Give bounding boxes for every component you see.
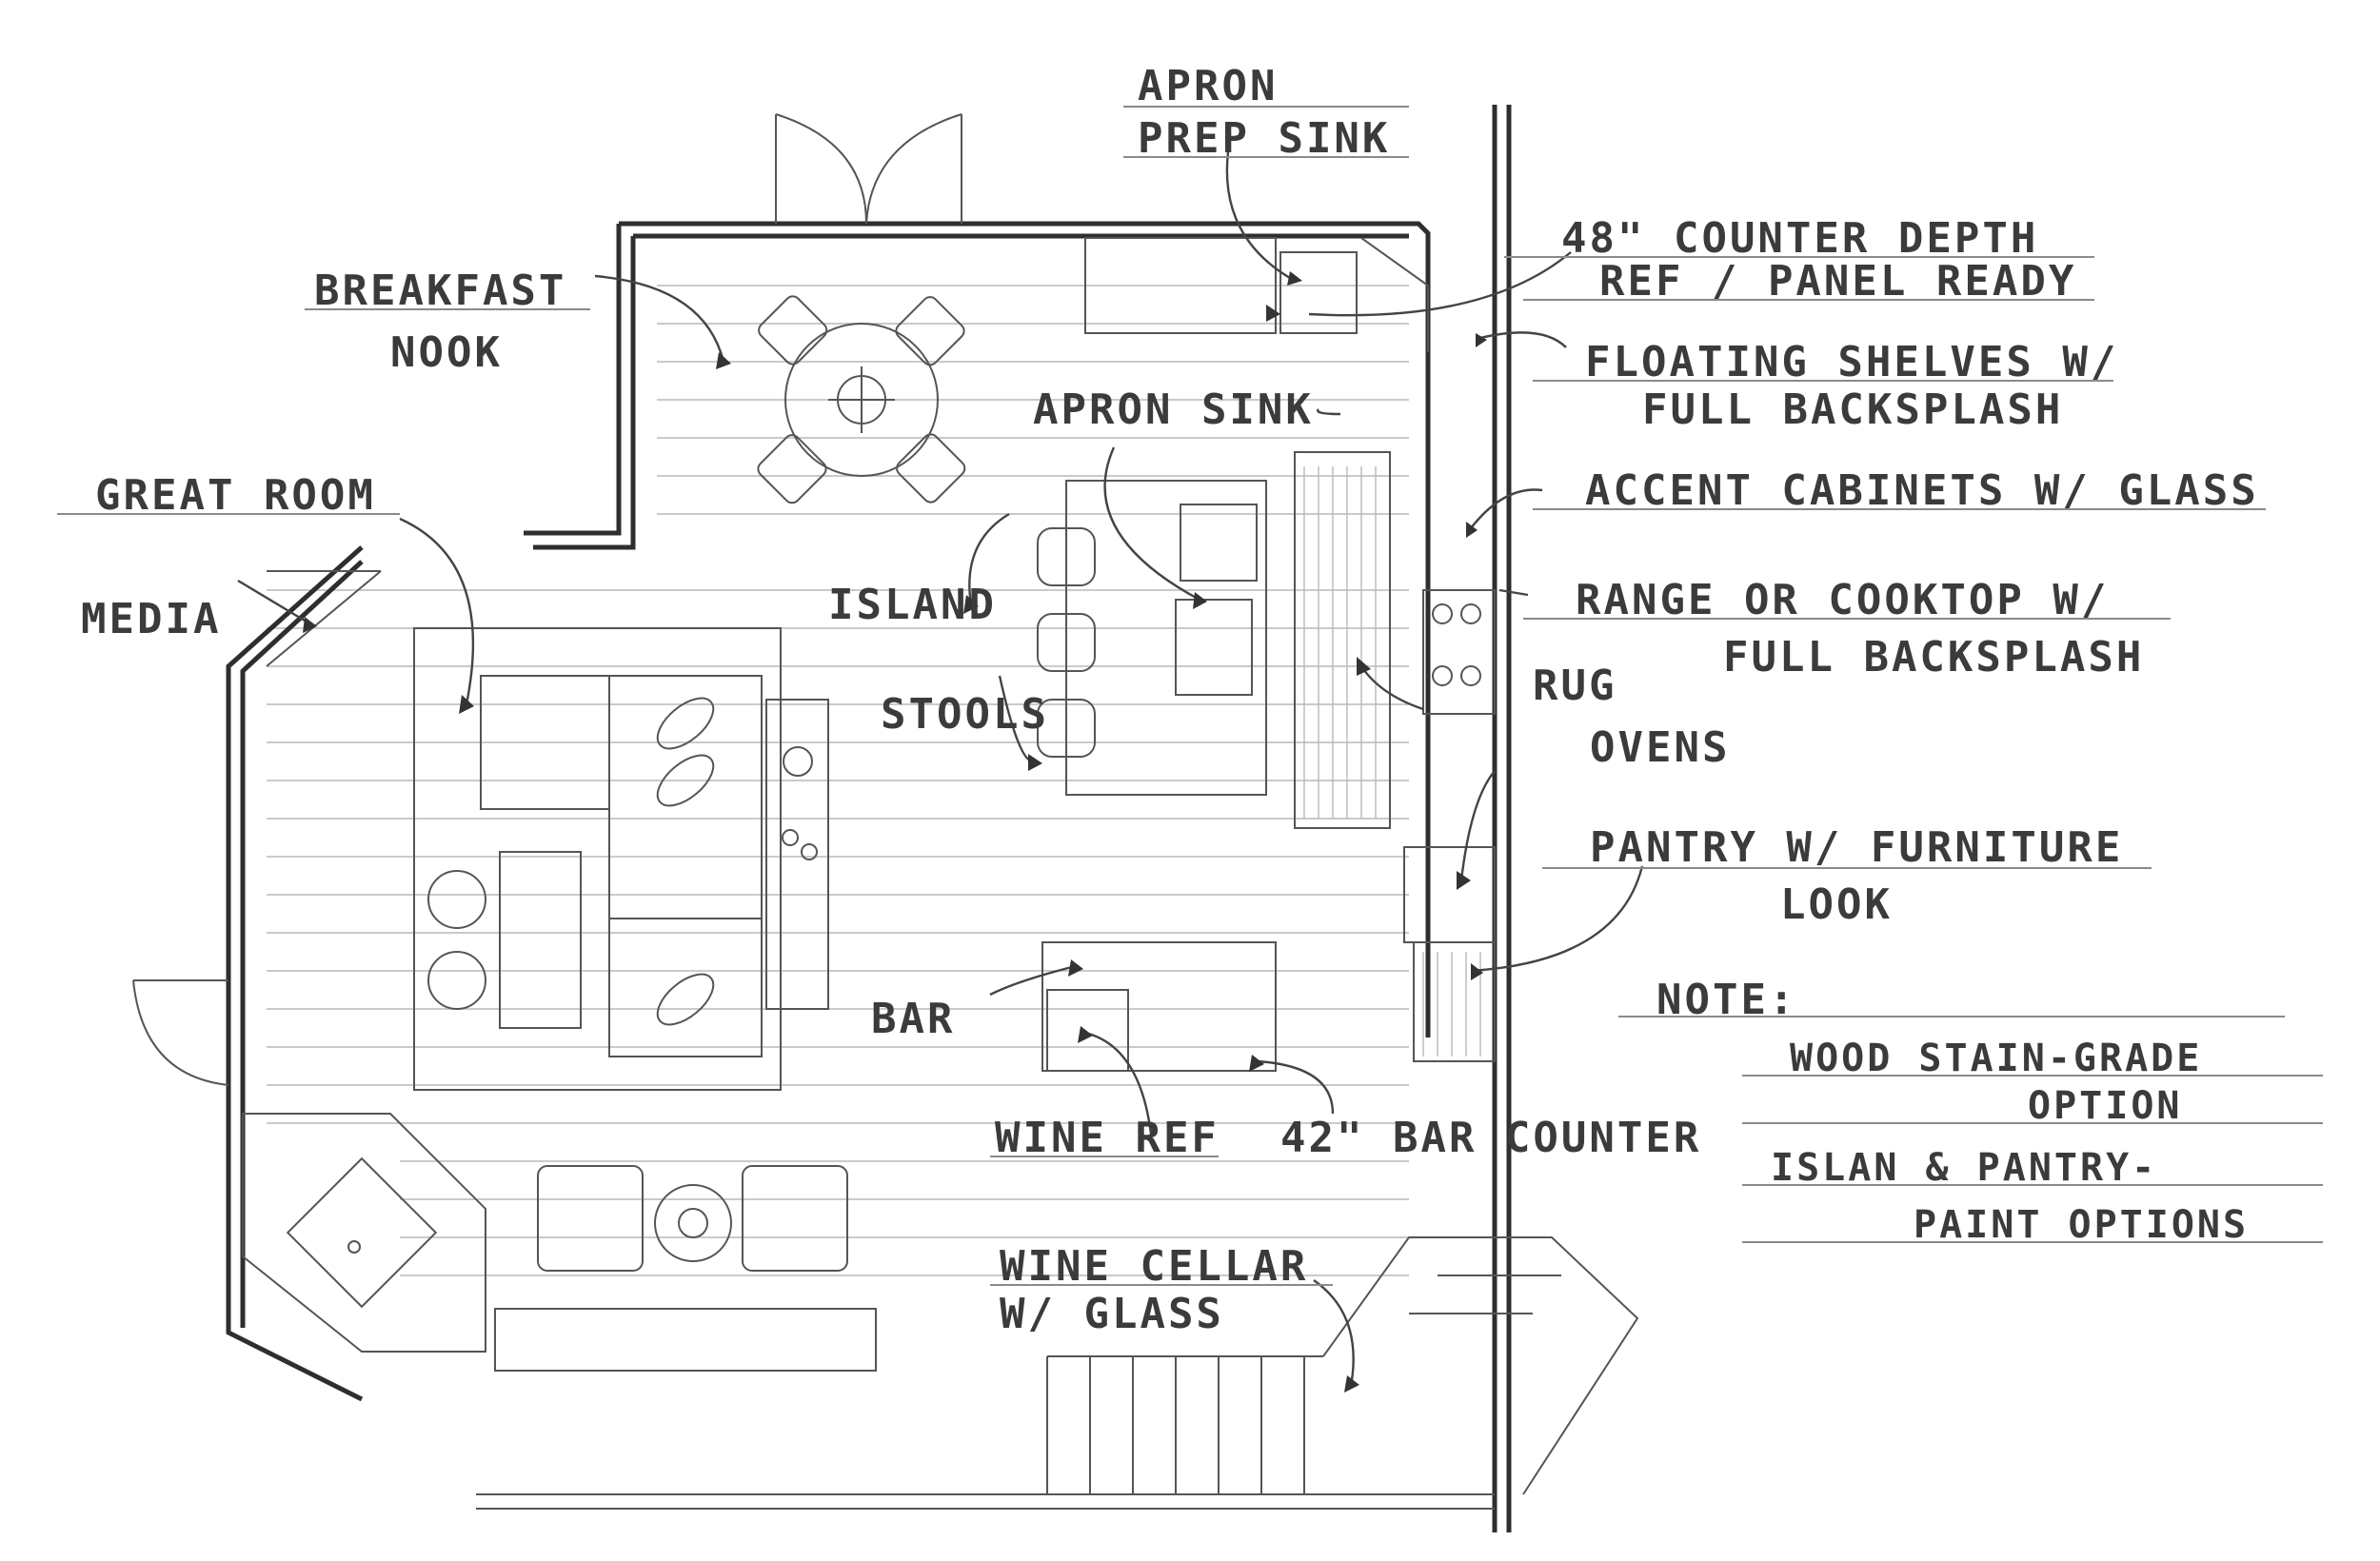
label-ovens: OVENS <box>1590 723 1730 772</box>
island <box>1037 480 1267 796</box>
label-floating-shelves-1: FLOATING SHELVES W/ <box>1585 338 2118 386</box>
label-note-line-3: ISLAN & PANTRY- <box>1771 1146 2157 1190</box>
label-apron-prep-sink-1: APRON <box>1138 62 1278 110</box>
label-pantry-1: PANTRY W/ FURNITURE <box>1590 823 2123 872</box>
label-rug: RUG <box>1533 662 1616 710</box>
label-note-line-4: PAINT OPTIONS <box>1914 1203 2249 1247</box>
label-pantry-2: LOOK <box>1780 880 1893 929</box>
bar-counter <box>1041 941 1277 1072</box>
label-bar-counter: 42" BAR COUNTER <box>1280 1114 1701 1162</box>
label-counter-depth-2: REF / PANEL READY <box>1599 257 2076 306</box>
label-stools: STOOLS <box>881 690 1049 739</box>
label-apron-prep-sink-2: PREP SINK <box>1138 114 1390 163</box>
label-accent-cabinets: ACCENT CABINETS W/ GLASS <box>1585 466 2259 515</box>
top-counters <box>1084 237 1429 352</box>
label-island: ISLAND <box>828 581 997 629</box>
media-console <box>266 570 829 1010</box>
label-breakfast-2: NOOK <box>390 328 503 377</box>
leader-lines <box>237 151 1644 1381</box>
exterior-walls <box>226 105 1512 1532</box>
label-floating-shelves-2: FULL BACKSPLASH <box>1642 385 2063 434</box>
label-great-room: GREAT ROOM <box>95 471 376 520</box>
entry-door <box>132 979 229 1086</box>
label-note-line-2: OPTION <box>2028 1084 2183 1128</box>
label-counter-depth-1: 48" COUNTER DEPTH <box>1561 214 2038 263</box>
stairs <box>1046 1236 1639 1495</box>
label-apron-sink: APRON SINK <box>1033 385 1314 434</box>
corner-fireplace <box>242 1113 486 1353</box>
label-wine-cellar-2: W/ GLASS <box>1000 1290 1224 1338</box>
label-wine-cellar-1: WINE CELLAR <box>1000 1242 1308 1291</box>
french-doors <box>775 113 962 225</box>
range-cooktop <box>1422 589 1496 715</box>
pantry <box>1403 846 1496 1062</box>
lower-seating <box>494 1165 877 1372</box>
floor-hatching <box>267 285 1409 1276</box>
sectional-sofa <box>480 675 763 1057</box>
runner-rug <box>1294 451 1391 829</box>
label-bar: BAR <box>871 995 955 1043</box>
label-media: MEDIA <box>81 595 221 643</box>
label-note-line-1: WOOD STAIN-GRADE <box>1790 1037 2202 1080</box>
label-range-2: FULL BACKSPLASH <box>1723 633 2144 682</box>
arrow-heads <box>303 271 1487 1393</box>
coffee-table <box>427 851 582 1029</box>
label-breakfast-1: BREAKFAST <box>314 267 566 315</box>
breakfast-table <box>757 295 966 504</box>
label-range-1: RANGE OR COOKTOP W/ <box>1576 576 2109 624</box>
annotation-labels: APRON PREP SINK 48" COUNTER DEPTH REF / … <box>57 62 2323 1338</box>
area-rug <box>413 627 782 1091</box>
label-wine-ref: WINE REF <box>995 1114 1220 1162</box>
